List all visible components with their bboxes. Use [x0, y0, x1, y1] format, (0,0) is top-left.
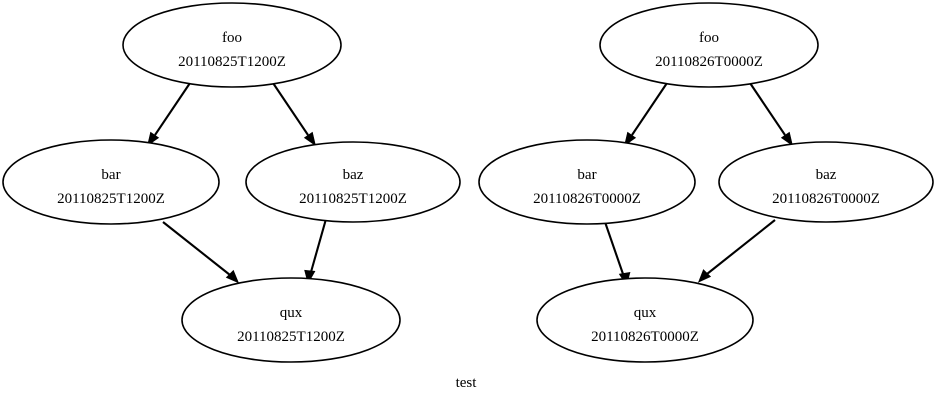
- node-ellipse-shape: [122, 2, 342, 88]
- node-label-name: qux: [280, 305, 303, 321]
- arrowhead-icon: [225, 269, 240, 284]
- node-ellipse-shape: [536, 277, 754, 363]
- node-label-name: bar: [577, 167, 596, 183]
- edge-line: [272, 82, 309, 136]
- node-label-cycle: 20110826T0000Z: [772, 191, 880, 207]
- node-label-cycle: 20110825T1200Z: [178, 54, 286, 70]
- edge-right-baz-to-qux: [697, 219, 776, 283]
- node-right-baz[interactable]: baz 20110826T0000Z: [718, 141, 934, 223]
- edge-line: [154, 82, 191, 136]
- edge-line: [749, 82, 786, 136]
- node-label-cycle: 20110825T1200Z: [57, 191, 165, 207]
- node-left-qux[interactable]: qux 20110825T1200Z: [181, 277, 401, 363]
- edge-right-foo-to-baz: [749, 82, 793, 147]
- edge-right-foo-to-bar: [624, 82, 668, 147]
- edge-line: [604, 221, 624, 275]
- arrowhead-icon: [780, 131, 793, 147]
- arrowhead-icon: [303, 131, 316, 147]
- node-label-cycle: 20110826T0000Z: [655, 54, 763, 70]
- node-ellipse-shape: [181, 277, 401, 363]
- node-ellipse-shape: [718, 141, 934, 223]
- node-label-name: qux: [634, 305, 657, 321]
- node-left-baz[interactable]: baz 20110825T1200Z: [245, 141, 461, 223]
- node-ellipse-shape: [478, 139, 696, 225]
- node-label-cycle: 20110825T1200Z: [299, 191, 407, 207]
- node-ellipse-shape: [245, 141, 461, 223]
- node-label-name: baz: [816, 167, 837, 183]
- node-left-bar[interactable]: bar 20110825T1200Z: [2, 139, 220, 225]
- edge-left-baz-to-qux: [304, 218, 328, 285]
- node-right-foo[interactable]: foo 20110826T0000Z: [599, 2, 819, 88]
- node-ellipse-shape: [599, 2, 819, 88]
- cluster-left: foo 20110825T1200Z bar 20110825T1200Z ba…: [2, 2, 461, 363]
- edge-line: [309, 218, 328, 273]
- node-right-bar[interactable]: bar 20110826T0000Z: [478, 139, 696, 225]
- node-label-cycle: 20110826T0000Z: [533, 191, 641, 207]
- node-label-cycle: 20110826T0000Z: [591, 329, 699, 345]
- node-right-qux[interactable]: qux 20110826T0000Z: [536, 277, 754, 363]
- edge-line: [706, 219, 776, 275]
- edge-line: [162, 221, 231, 276]
- node-ellipse-shape: [2, 139, 220, 225]
- node-label-name: foo: [222, 30, 242, 46]
- edge-left-foo-to-baz: [272, 82, 316, 147]
- graph-label: test: [456, 375, 478, 391]
- node-label-name: bar: [101, 167, 120, 183]
- edge-line: [631, 82, 668, 136]
- edge-right-bar-to-qux: [604, 221, 631, 287]
- edge-left-bar-to-qux: [162, 221, 240, 284]
- node-label-name: baz: [343, 167, 364, 183]
- arrowhead-icon: [697, 269, 712, 283]
- edge-left-foo-to-bar: [147, 82, 191, 147]
- node-left-foo[interactable]: foo 20110825T1200Z: [122, 2, 342, 88]
- cluster-right: foo 20110826T0000Z bar 20110826T0000Z ba…: [478, 2, 934, 363]
- node-label-name: foo: [699, 30, 719, 46]
- node-label-cycle: 20110825T1200Z: [237, 329, 345, 345]
